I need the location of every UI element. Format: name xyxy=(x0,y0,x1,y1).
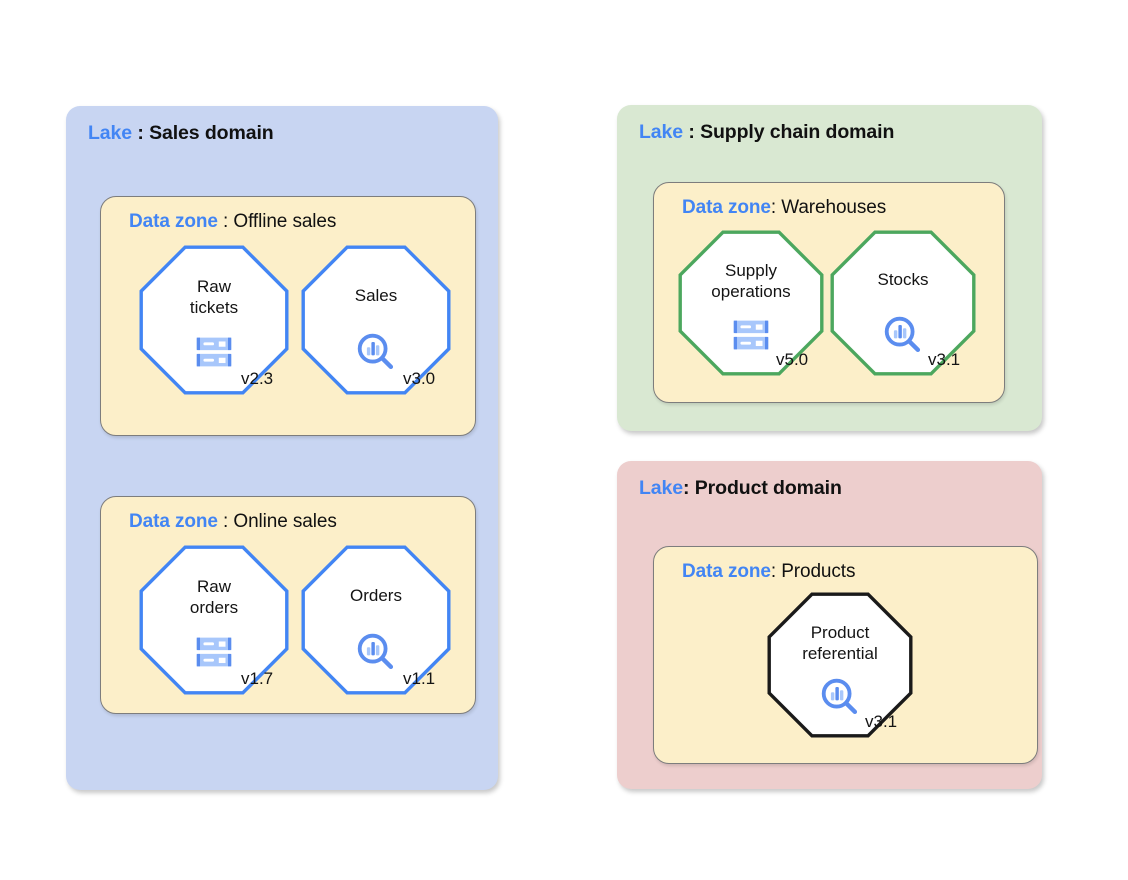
dataset-version: v2.3 xyxy=(241,369,274,388)
data-zone-keyword: Data zone xyxy=(682,197,771,218)
analytics-search-icon xyxy=(880,312,926,358)
lake-keyword: Lake xyxy=(88,122,133,144)
data-zone-separator: : xyxy=(217,511,234,532)
octagon-shape xyxy=(830,230,976,376)
data-zone-title-warehouses: Data zone: Warehouses xyxy=(682,197,886,219)
lake-title-product: Lake: Product domain xyxy=(639,477,842,500)
data-zone-title-online-sales: Data zone : Online sales xyxy=(129,511,337,533)
data-zone-title-offline-sales: Data zone : Offline sales xyxy=(129,211,336,233)
dataset-node-raw-orders[interactable]: Raw orders v1.7 xyxy=(139,545,289,695)
lake-keyword: Lake xyxy=(639,477,684,499)
dataset-version: v1.1 xyxy=(403,669,436,688)
data-zone-keyword: Data zone xyxy=(682,561,771,582)
lake-separator: : xyxy=(132,122,150,144)
analytics-search-icon xyxy=(353,329,399,375)
data-zone-name: Products xyxy=(781,561,856,582)
octagon-shape xyxy=(139,245,289,395)
dataset-node-product-referential[interactable]: Product referential v3.1 xyxy=(767,592,913,738)
lake-name: Sales domain xyxy=(149,122,274,144)
octagon-shape xyxy=(139,545,289,695)
lake-separator: : xyxy=(683,477,695,499)
data-zone-title-products: Data zone: Products xyxy=(682,561,855,583)
dataset-node-stocks[interactable]: Stocks v3.1 xyxy=(830,230,976,376)
octagon-shape xyxy=(301,245,451,395)
data-zone-separator: : xyxy=(217,211,234,232)
data-zone-name: Online sales xyxy=(233,511,337,532)
lake-name: Product domain xyxy=(694,477,842,499)
lake-title-sales: Lake : Sales domain xyxy=(88,122,274,145)
data-zone-keyword: Data zone xyxy=(129,211,218,232)
dataset-version: v5.0 xyxy=(776,350,809,369)
data-zone-keyword: Data zone xyxy=(129,511,218,532)
lake-name: Supply chain domain xyxy=(700,121,895,143)
octagon-shape xyxy=(678,230,824,376)
data-zone-name: Offline sales xyxy=(233,211,337,232)
lake-title-supply-chain: Lake : Supply chain domain xyxy=(639,121,894,144)
dataset-version: v1.7 xyxy=(241,669,274,688)
octagon-shape xyxy=(301,545,451,695)
dataset-node-raw-tickets[interactable]: Raw tickets v2.3 xyxy=(139,245,289,395)
dataset-node-sales[interactable]: Sales v3.0 xyxy=(301,245,451,395)
lake-separator: : xyxy=(683,121,701,143)
dataset-node-orders[interactable]: Orders v1.1 xyxy=(301,545,451,695)
octagon-shape xyxy=(767,592,913,738)
database-icon xyxy=(728,312,774,358)
analytics-search-icon xyxy=(353,629,399,675)
dataset-version: v3.0 xyxy=(403,369,436,388)
database-icon xyxy=(191,629,237,675)
data-zone-name: Warehouses xyxy=(781,197,887,218)
data-zone-separator: : xyxy=(770,561,782,582)
dataset-node-supply-operations[interactable]: Supply operations v5.0 xyxy=(678,230,824,376)
analytics-search-icon xyxy=(817,674,863,720)
lake-keyword: Lake xyxy=(639,121,684,143)
dataset-version: v3.1 xyxy=(928,350,961,369)
database-icon xyxy=(191,329,237,375)
dataset-version: v3.1 xyxy=(865,712,898,731)
data-zone-separator: : xyxy=(770,197,782,218)
